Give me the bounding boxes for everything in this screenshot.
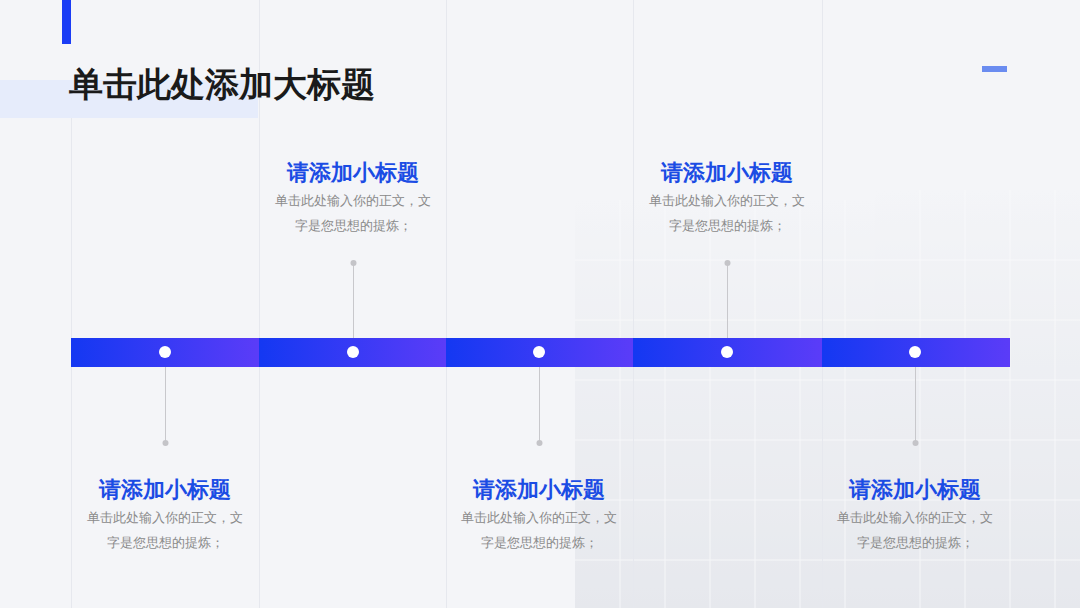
milestone-body: 单击此处输入你的正文，文字是您思想的提炼； (458, 505, 620, 555)
milestone-heading: 请添加小标题 (253, 158, 453, 188)
corner-dash (982, 66, 1007, 72)
timeline-bar (71, 338, 1010, 367)
milestone: 请添加小标题单击此处输入你的正文，文字是您思想的提炼； (627, 158, 827, 238)
timeline-dots (159, 346, 921, 358)
milestone: 请添加小标题单击此处输入你的正文，文字是您思想的提炼； (815, 475, 1015, 555)
milestone-body: 单击此处输入你的正文，文字是您思想的提炼； (272, 188, 434, 238)
building-photo (575, 190, 1080, 608)
milestone-heading: 请添加小标题 (439, 475, 639, 505)
milestone-body: 单击此处输入你的正文，文字是您思想的提炼； (834, 505, 996, 555)
milestone-heading: 请添加小标题 (65, 475, 265, 505)
corner-accent (62, 0, 71, 44)
milestone-heading: 请添加小标题 (815, 475, 1015, 505)
slide-title: 单击此处添加大标题 (69, 62, 375, 106)
leader-lines (166, 263, 916, 443)
milestone: 请添加小标题单击此处输入你的正文，文字是您思想的提炼； (439, 475, 639, 555)
milestone: 请添加小标题单击此处输入你的正文，文字是您思想的提炼； (65, 475, 265, 555)
milestone-body: 单击此处输入你的正文，文字是您思想的提炼； (646, 188, 808, 238)
milestone-body: 单击此处输入你的正文，文字是您思想的提炼； (84, 505, 246, 555)
leader-ends (163, 260, 919, 446)
milestone-heading: 请添加小标题 (627, 158, 827, 188)
milestone: 请添加小标题单击此处输入你的正文，文字是您思想的提炼； (253, 158, 453, 238)
